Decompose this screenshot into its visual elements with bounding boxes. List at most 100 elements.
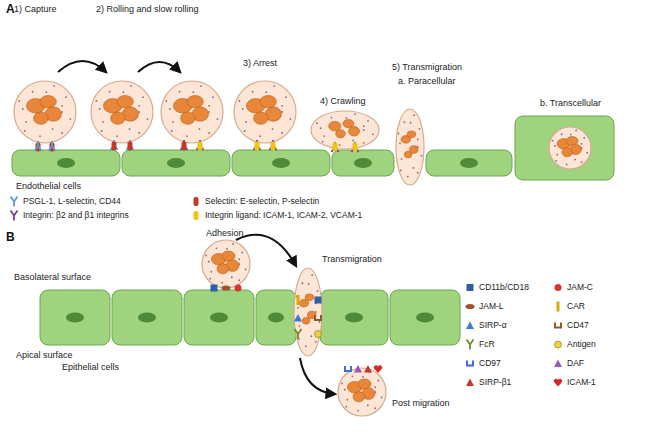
legend-text: Integrin ligand: ICAM-1, ICAM-2, VCAM-1 xyxy=(205,210,362,221)
step-label: 1) Capture xyxy=(14,4,57,15)
step-arrow xyxy=(236,235,296,266)
step-label: b. Transcellular xyxy=(540,98,601,109)
receptor-symbol xyxy=(555,284,562,291)
tissue-cell xyxy=(40,290,110,345)
receptor-symbol xyxy=(466,304,475,309)
receptor-symbol xyxy=(194,197,199,206)
receptor-symbol xyxy=(35,141,42,151)
tissue-cell xyxy=(332,150,394,176)
leukocyte xyxy=(294,268,322,356)
step-label: Endothelial cells xyxy=(16,181,81,192)
legend-text: Antigen xyxy=(567,339,596,350)
tissue-cell xyxy=(112,290,182,345)
receptor-symbol xyxy=(466,361,474,367)
receptor-symbol xyxy=(182,142,187,151)
tissue-cell xyxy=(184,290,254,345)
receptor-symbol xyxy=(467,284,474,291)
legend-text: FcR xyxy=(479,339,495,350)
receptor-symbol xyxy=(222,285,231,290)
legend-text: Selectin: E-selectin, P-selectin xyxy=(205,196,319,207)
receptor-symbol xyxy=(344,366,352,372)
receptor-symbol xyxy=(112,142,117,151)
receptor-symbol xyxy=(254,140,261,150)
receptor-symbol xyxy=(211,285,218,292)
panel-letter: B xyxy=(6,230,15,244)
receptor-symbol xyxy=(127,140,134,150)
receptor-symbol xyxy=(297,295,300,305)
legend-text: CD97 xyxy=(479,358,501,369)
legend-text: JAM-L xyxy=(479,301,504,312)
legend-text: SIRP-α xyxy=(479,320,507,331)
receptor-symbol xyxy=(466,379,474,387)
step-label: 5) Transmigration xyxy=(392,62,462,73)
leukocyte xyxy=(311,111,379,149)
leukocyte xyxy=(14,81,76,143)
receptor-symbol xyxy=(315,331,322,338)
leukocyte xyxy=(161,81,223,143)
tissue-cell xyxy=(320,290,388,345)
legend-text: PSGL-1, L-selectin, CD44 xyxy=(23,196,121,207)
legend-text: Integrin: β2 and β1 integrins xyxy=(23,210,129,221)
receptor-symbol xyxy=(332,142,339,152)
receptor-symbol xyxy=(49,141,56,151)
step-label: Basolateral surface xyxy=(14,272,91,283)
receptor-symbol xyxy=(111,140,118,150)
receptor-symbol xyxy=(11,211,18,221)
tissue-cell xyxy=(426,150,512,176)
receptor-symbol xyxy=(197,140,204,150)
step-label: Post migration xyxy=(392,398,450,409)
receptor-symbol xyxy=(333,143,338,152)
legend-text: ICAM-1 xyxy=(567,377,596,388)
step-arrow xyxy=(58,61,106,72)
step-label: 4) Crawling xyxy=(320,96,366,107)
receptor-symbol xyxy=(554,379,562,387)
receptor-symbol xyxy=(354,365,362,373)
tissue-cell xyxy=(232,150,330,176)
step-label: Apical surface xyxy=(16,350,73,361)
tissue-cell xyxy=(12,150,120,176)
receptor-symbol xyxy=(314,315,322,321)
receptor-symbol xyxy=(295,329,302,339)
step-label: 2) Rolling and slow rolling xyxy=(96,4,199,15)
legend-text: CD47 xyxy=(567,320,589,331)
receptor-symbol xyxy=(271,142,276,151)
receptor-symbol xyxy=(554,360,562,368)
leukocyte xyxy=(202,240,250,288)
receptor-symbol xyxy=(181,140,188,150)
step-arrow xyxy=(138,62,180,72)
receptor-symbol xyxy=(255,142,260,151)
receptor-symbol xyxy=(194,211,199,220)
receptor-symbol xyxy=(557,302,560,312)
legend-text: CD11b/CD18 xyxy=(479,282,529,293)
step-label: Adhesion xyxy=(206,228,244,239)
receptor-symbol xyxy=(270,140,277,150)
receptor-symbol xyxy=(352,142,359,152)
leukocyte xyxy=(234,81,296,143)
receptor-symbol xyxy=(374,365,382,373)
receptor-symbol xyxy=(294,314,302,322)
legend-text: SIRP-β1 xyxy=(479,377,511,388)
leukocyte xyxy=(338,368,386,416)
step-label: a. Paracellular xyxy=(398,76,456,87)
receptor-symbol xyxy=(315,297,322,304)
receptor-symbol xyxy=(235,285,242,292)
leukocyte xyxy=(396,109,424,185)
receptor-symbol xyxy=(353,143,358,152)
step-label: 3) Arrest xyxy=(243,58,277,69)
legend-text: CAR xyxy=(567,301,585,312)
tissue-cell xyxy=(390,290,460,345)
receptor-symbol xyxy=(555,341,562,348)
receptor-symbol xyxy=(554,323,562,329)
leukocyte xyxy=(549,127,591,169)
receptor-symbol xyxy=(11,197,18,207)
leukocyte xyxy=(91,81,153,143)
receptor-symbol xyxy=(364,365,372,373)
tissue-cell xyxy=(515,116,614,180)
legend-text: JAM-C xyxy=(567,282,593,293)
legend-text: DAF xyxy=(567,358,584,369)
tissue-cell xyxy=(256,290,296,345)
step-label: Transmigration xyxy=(322,254,382,265)
receptor-symbol xyxy=(466,322,474,330)
step-label: Epithelial cells xyxy=(62,362,119,373)
